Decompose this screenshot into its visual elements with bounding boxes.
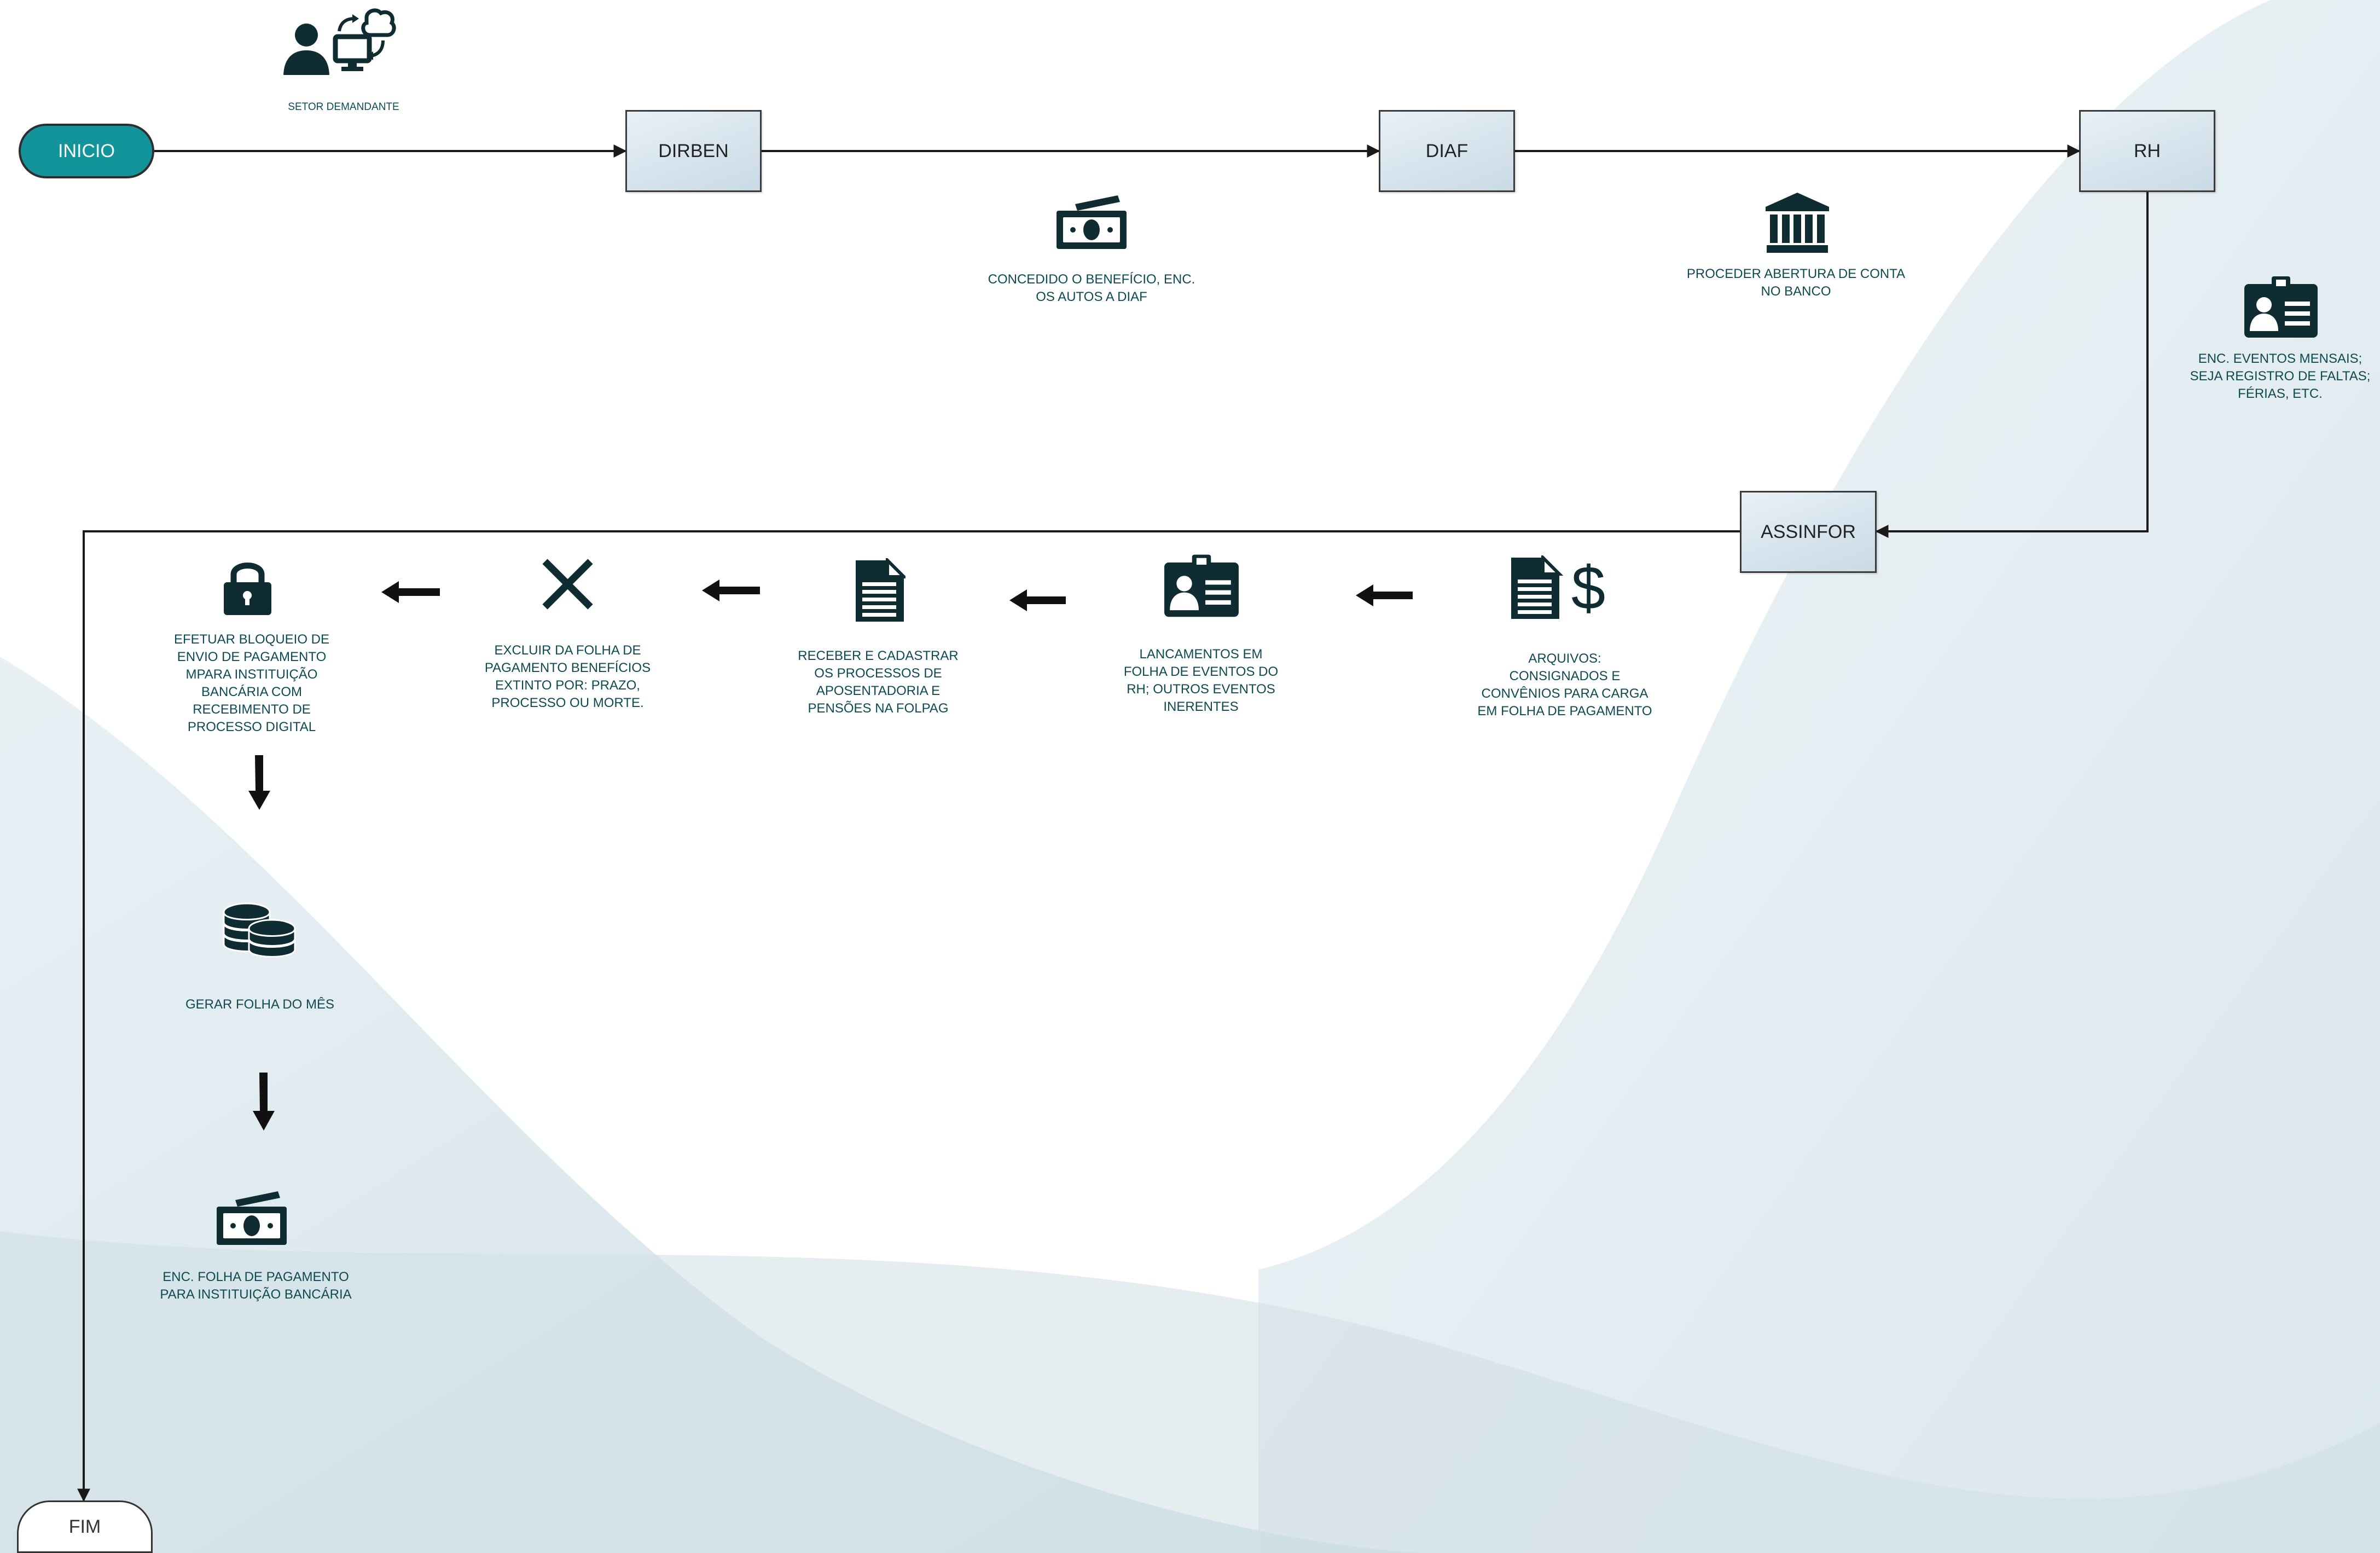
caption-lancamentos: LANCAMENTOS EM FOLHA DE EVENTOS DO RH; O… — [1123, 647, 1279, 714]
node-diaf: DIAF — [1379, 110, 1515, 192]
end-label: FIM — [68, 1516, 101, 1537]
left-arrow-3 — [702, 580, 760, 601]
close-x-icon — [542, 558, 594, 610]
caption-receber: RECEBER E CADASTRAR OS PROCESSOS DE APOS… — [798, 648, 959, 716]
money-bill-icon — [213, 1190, 290, 1250]
caption-setor-demandante: SETOR DEMANDANTE — [288, 101, 399, 113]
document-icon — [854, 558, 905, 624]
node-assinfor: ASSINFOR — [1740, 491, 1877, 573]
caption-excluir: EXCLUIR DA FOLHA DE PAGAMENTO BENEFÍCIOS… — [484, 643, 651, 710]
padlock-icon — [222, 557, 274, 617]
node-dirben-label: DIRBEN — [658, 140, 729, 161]
person-computer-cloud-icon — [279, 7, 397, 75]
node-dirben: DIRBEN — [625, 110, 762, 192]
connector-rh-assinfor — [1875, 192, 2149, 538]
start-label: INICIO — [58, 140, 115, 161]
document-dollar-icon: $ — [1509, 555, 1613, 621]
svg-text:$: $ — [1571, 555, 1605, 621]
caption-enc-folha: ENC. FOLHA DE PAGAMENTO PARA INSTITUIÇÃO… — [160, 1270, 352, 1302]
down-arrow-1 — [248, 755, 270, 810]
node-assinfor-label: ASSINFOR — [1761, 521, 1856, 542]
caption-gerar: GERAR FOLHA DO MÊS — [185, 997, 335, 1012]
caption-bloqueio: EFETUAR BLOQUEIO DE ENVIO DE PAGAMENTO M… — [173, 632, 330, 734]
caption-enc-eventos: ENC. EVENTOS MENSAIS; SEJA REGISTRO DE F… — [2190, 351, 2371, 401]
down-arrow-2 — [253, 1073, 275, 1131]
start-terminator: INICIO — [19, 124, 154, 178]
end-terminator: FIM — [17, 1500, 153, 1553]
node-rh-label: RH — [2133, 140, 2161, 161]
left-arrow-1 — [1356, 584, 1413, 606]
id-card-icon — [2243, 276, 2319, 339]
node-rh: RH — [2079, 110, 2215, 192]
money-bill-icon — [1053, 194, 1130, 254]
id-card-icon — [1163, 554, 1240, 619]
caption-arquivos: ARQUIVOS: CONSIGNADOS E CONVÊNIOS PARA C… — [1477, 651, 1652, 718]
left-arrow-4 — [381, 581, 440, 603]
bank-building-icon — [1764, 192, 1830, 254]
caption-proceder: PROCEDER ABERTURA DE CONTA NO BANCO — [1686, 266, 1906, 299]
left-arrow-2 — [1009, 589, 1066, 611]
connector-assinfor-fim — [77, 530, 1740, 1502]
node-diaf-label: DIAF — [1425, 140, 1468, 161]
coin-stacks-icon — [222, 900, 297, 963]
caption-concedido: CONCEDIDO O BENEFÍCIO, ENC. OS AUTOS A D… — [988, 272, 1195, 304]
